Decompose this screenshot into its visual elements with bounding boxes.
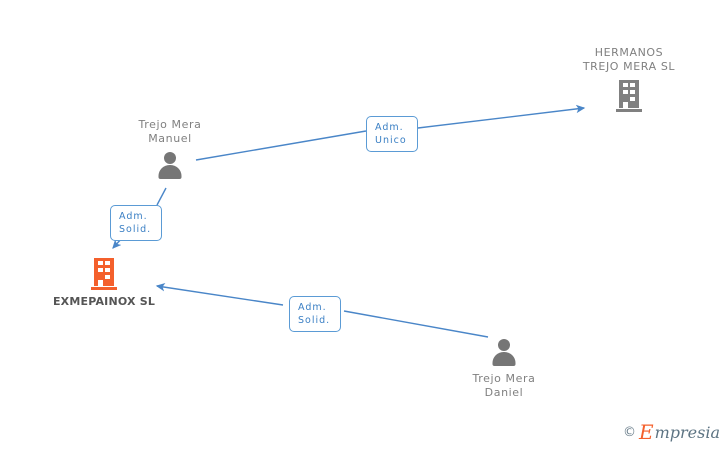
- icon-wrap-building-hermanos: [553, 80, 705, 112]
- person-icon[interactable]: [157, 152, 183, 179]
- building-icon[interactable]: [91, 258, 117, 290]
- building-icon-window: [105, 268, 110, 272]
- building-icon-window: [630, 90, 635, 94]
- node-person-trejo-mera-manuel[interactable]: Trejo Mera Manuel: [112, 118, 228, 179]
- node-label-trejo-mera-daniel: Trejo Mera Daniel: [472, 372, 536, 399]
- building-icon-tower: [619, 80, 639, 108]
- building-icon-door: [623, 102, 628, 109]
- building-icon-window: [630, 97, 635, 101]
- building-icon-window: [623, 83, 628, 87]
- person-icon-body: [492, 352, 516, 366]
- building-icon[interactable]: [616, 80, 642, 112]
- brand-name: mpresia: [654, 422, 720, 442]
- node-person-trejo-mera-daniel[interactable]: Trejo Mera Daniel: [446, 339, 562, 400]
- building-icon-window: [105, 261, 110, 265]
- person-icon-head: [498, 339, 510, 351]
- icon-wrap-person-daniel: [446, 339, 562, 366]
- node-label-exmepainox-sl: EXMEPAINOX SL: [52, 295, 156, 308]
- building-icon-window: [105, 275, 110, 279]
- edge-label-adm-solid-daniel[interactable]: Adm. Solid.: [289, 296, 341, 332]
- person-icon-head: [164, 152, 176, 164]
- node-company-exmepainox-sl[interactable]: EXMEPAINOX SL: [44, 258, 164, 309]
- node-company-hermanos-trejo-mera-sl[interactable]: HERMANOS TREJO MERA SL: [553, 46, 705, 112]
- icon-wrap-person-manuel: [112, 152, 228, 179]
- building-icon-window: [623, 90, 628, 94]
- node-label-hermanos-trejo-mera-sl: HERMANOS TREJO MERA SL: [582, 46, 676, 73]
- copyright-icon: ©: [622, 424, 636, 440]
- building-icon-door: [98, 280, 103, 287]
- brand-initial: E: [638, 420, 654, 444]
- building-icon-window: [98, 261, 103, 265]
- empresia-watermark: © E mpresia: [623, 422, 720, 442]
- building-icon-base: [616, 109, 642, 112]
- person-icon-body: [158, 165, 182, 179]
- icon-wrap-building-exmepainox: [44, 258, 164, 290]
- building-icon-window: [630, 83, 635, 87]
- building-icon-base: [91, 287, 117, 290]
- building-icon-tower: [94, 258, 114, 286]
- edge-label-adm-unico[interactable]: Adm. Unico: [366, 116, 418, 152]
- building-icon-window: [98, 268, 103, 272]
- node-label-trejo-mera-manuel: Trejo Mera Manuel: [138, 118, 202, 145]
- edge-label-adm-solid-manuel[interactable]: Adm. Solid.: [110, 205, 162, 241]
- person-icon[interactable]: [491, 339, 517, 366]
